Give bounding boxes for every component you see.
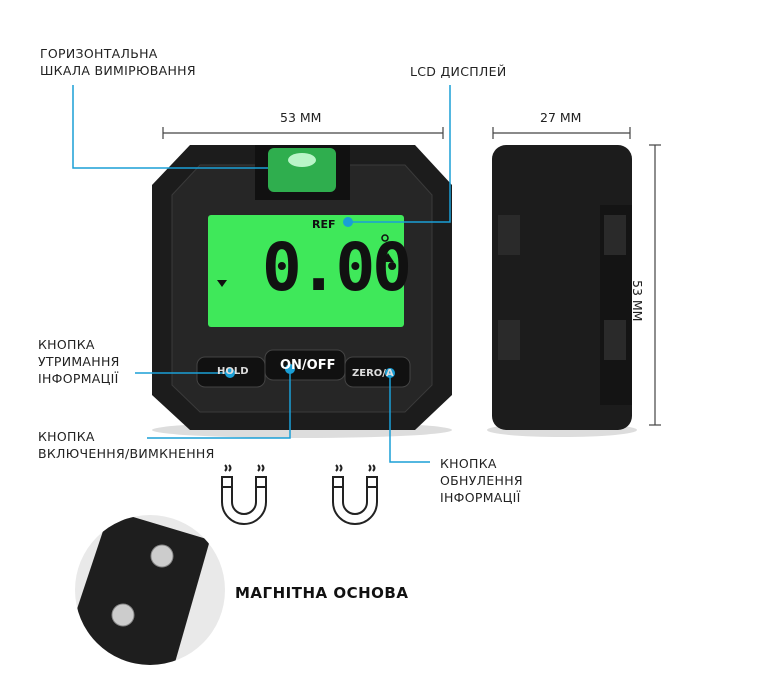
magnetic-base-inset	[75, 515, 225, 665]
label-line: ШКАЛА ВИМІРЮВАННЯ	[40, 63, 196, 78]
label-line: ІНФОРМАЦІЇ	[440, 490, 521, 505]
label-hold-button: КНОПКА УТРИМАННЯ ІНФОРМАЦІЇ	[38, 336, 120, 387]
dimension-height: 53 MM	[630, 280, 645, 322]
label-line: ІНФОРМАЦІЇ	[38, 371, 119, 386]
lcd-ref: REF	[312, 218, 336, 231]
dimension-width: 53 MM	[280, 110, 322, 125]
label-power-button: КНОПКА ВКЛЮЧЕННЯ/ВИМКНЕННЯ	[38, 428, 215, 462]
label-line: КНОПКА	[440, 456, 497, 471]
dimension-depth: 27 MM	[540, 110, 582, 125]
device-front	[152, 145, 452, 438]
label-zero-button: КНОПКА ОБНУЛЕННЯ ІНФОРМАЦІЇ	[440, 455, 523, 506]
label-line: ГОРИЗОНТАЛЬНА	[40, 46, 158, 61]
lcd-reading: 0.00	[262, 229, 412, 306]
label-line: ВКЛЮЧЕННЯ/ВИМКНЕННЯ	[38, 446, 215, 461]
power-button[interactable]: ON/OFF	[280, 358, 336, 373]
label-horizontal-scale: ГОРИЗОНТАЛЬНА ШКАЛА ВИМІРЮВАННЯ	[40, 45, 196, 79]
label-line: ОБНУЛЕННЯ	[440, 473, 523, 488]
zero-button[interactable]: ZERO/A	[352, 368, 394, 379]
label-line: КНОПКА	[38, 429, 95, 444]
dimension-lines	[162, 127, 661, 426]
hold-button[interactable]: HOLD	[217, 366, 249, 377]
label-lcd: LCD ДИСПЛЕЙ	[410, 64, 507, 79]
magnet-icons	[221, 464, 378, 525]
magnetic-base-label: МАГНІТНА ОСНОВА	[235, 584, 409, 602]
callout-dots	[225, 217, 395, 378]
leader-lines	[72, 85, 451, 463]
label-line: УТРИМАННЯ	[38, 354, 120, 369]
device-side	[487, 145, 637, 437]
label-line: КНОПКА	[38, 337, 95, 352]
lcd-screen	[208, 215, 404, 327]
